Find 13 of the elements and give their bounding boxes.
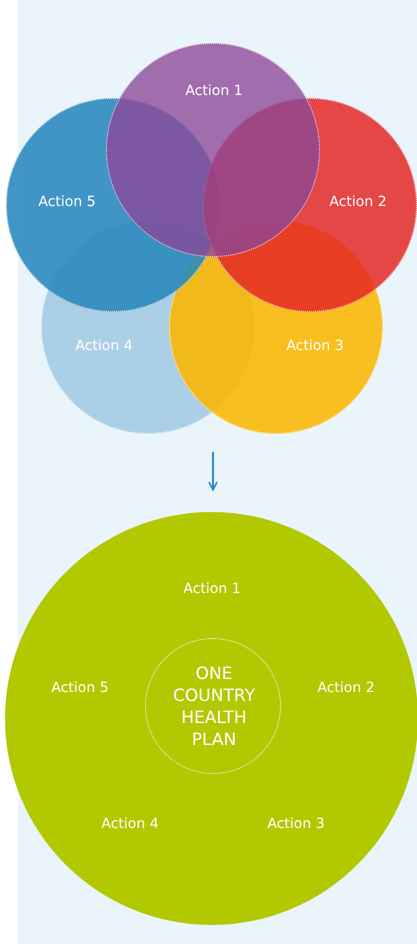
plan-title: ONE COUNTRY HEALTH PLAN: [172, 663, 256, 751]
circle-label: Action 4: [75, 338, 133, 354]
action-label: Action 1: [183, 581, 241, 597]
circle-label: Action 2: [329, 194, 387, 210]
action-label: Action 3: [267, 816, 325, 832]
action-label: Action 4: [101, 816, 159, 832]
action-label: Action 2: [317, 680, 375, 696]
center-circle: [145, 638, 281, 774]
action-label: Action 5: [51, 680, 109, 696]
circle-label: Action 3: [286, 338, 344, 354]
circle-label: Action 1: [185, 83, 243, 99]
arrow: [208, 452, 218, 491]
circle-label: Action 5: [38, 194, 96, 210]
